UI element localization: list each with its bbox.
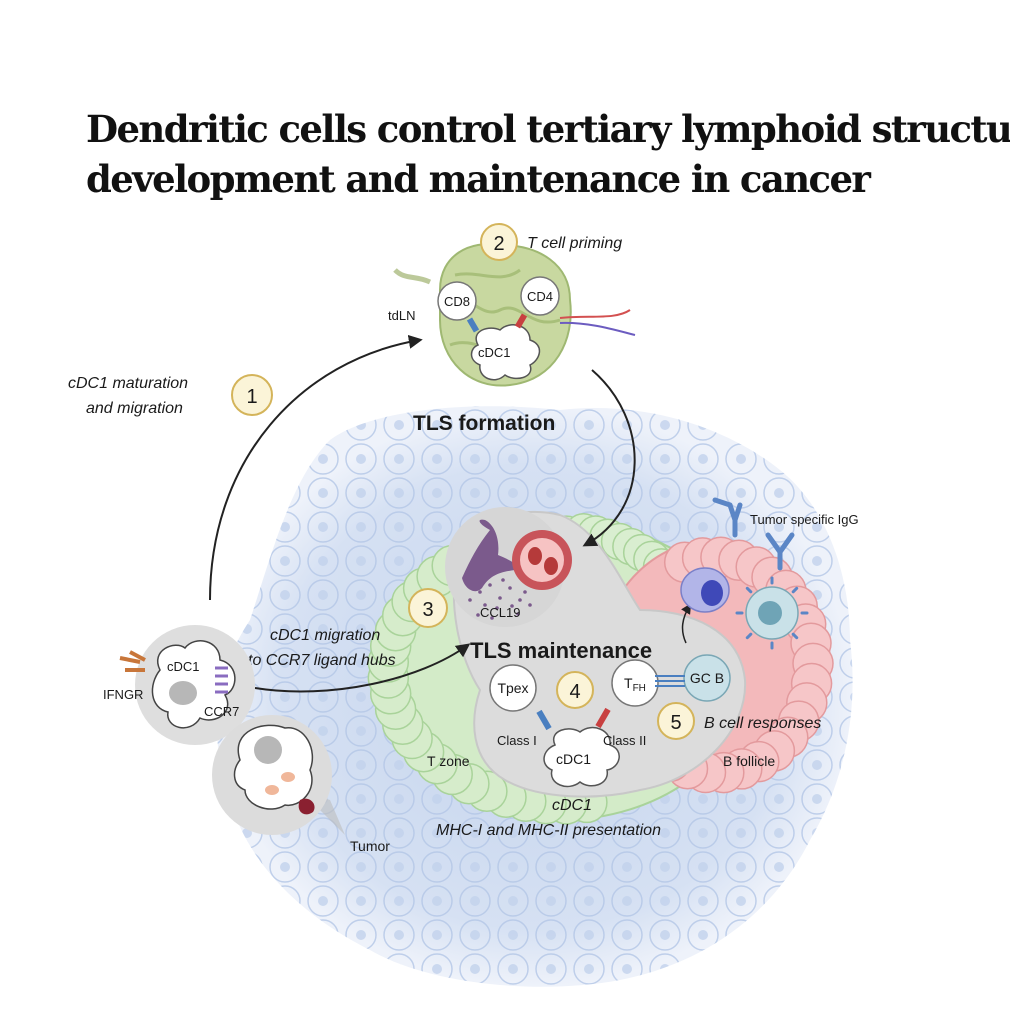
chemokine-dot [468,598,472,602]
cdc1-lymph-node: cDC1 [470,324,541,381]
tumor-cdc1-label: cDC1 [167,659,200,674]
chemokine-dot [478,590,482,594]
ccr7-label: CCR7 [204,704,239,719]
chemokine-dot [516,612,520,616]
chemokine-dot [510,604,514,608]
chemokine-dot [476,613,480,617]
gcb-label: GC B [690,670,724,686]
class-1-label: Class I [497,733,537,748]
presentation-label-line-2: MHC-I and MHC-II presentation [436,822,661,839]
tumor-label: Tumor [350,838,390,854]
step-1-number: 1 [246,386,257,408]
tdln-label: tdLN [388,308,415,323]
arrow-gcb-to-plasma [681,603,692,644]
cdc1-presenting-label: cDC1 [556,751,591,767]
chemokine-dot [488,583,492,587]
arrow-lymph-node-to-tls [582,369,636,547]
step-1-label-line-2: and migration [86,400,183,417]
surface-antibody [791,632,799,640]
t-zone-label: T zone [427,753,470,769]
tumor-cdc1-panel: cDC1 IFNGR CCR7 [103,625,255,745]
step-3-number: 3 [422,599,433,621]
title-line-2: development and maintenance in cancer [86,157,871,201]
step-1-label-line-1: cDC1 maturation [68,375,188,392]
chemokine-dot [518,598,522,602]
step-5-number: 5 [670,712,681,734]
gc-b-cell: GC B [655,654,731,702]
chemokine-dot [483,603,487,607]
cdc1-lymph-node-label: cDC1 [478,345,511,360]
tfh-label-main: T [624,675,633,691]
hev-vessel [512,530,572,590]
step-3-badge: 3 [408,588,448,628]
memory-b-cell [735,576,809,650]
surface-antibody [745,586,753,594]
step-2-badge: 2 [480,223,518,261]
step-3-label-line-2: to CCR7 ligand hubs [248,652,396,669]
chemokine-dot [508,586,512,590]
b-follicle-label: B follicle [723,753,775,769]
ccl19-label: CCL19 [480,605,520,620]
presentation-label-line-1: cDC1 [552,797,592,814]
step-5-label: B cell responses [704,715,821,732]
surface-antibody [791,586,799,594]
cd8-label: CD8 [444,294,470,309]
tpex-cell: Tpex [489,664,537,712]
tumor-igg-label: Tumor specific IgG [750,512,859,527]
step-3-label-line-1: cDC1 migration [270,627,380,644]
tfh-label: TFH [624,675,646,694]
chemokine-dot [523,590,527,594]
page-title: Dendritic cells control tertiary lymphoi… [86,104,1010,204]
igg-antibody-1 [712,497,743,538]
step-2-number: 2 [493,233,504,255]
tls-maintenance-heading: TLS maintenance [470,638,652,663]
cd8-cell: CD8 [437,281,480,333]
arrow-ccr7-migration [254,643,471,693]
igg-antibody-2 [765,532,795,571]
step-5-badge: 5 [657,702,695,740]
tfh-label-sub: FH [633,683,646,694]
b-cell-surface-antibodies [735,576,809,650]
chemokine-dot [490,616,494,620]
chemokine-dot [498,596,502,600]
tfh-cell: TFH [611,659,659,707]
ifngr-label: IFNGR [103,687,143,702]
tumor-cell-zoom [212,715,345,835]
cd4-label: CD4 [527,289,553,304]
class-2-label: Class II [603,733,646,748]
ccl19-chemokine-dots [468,578,532,620]
surface-antibody [745,632,753,640]
step-2-label: T cell priming [527,235,622,252]
chemokine-dot [495,606,499,610]
step-1-badge: 1 [231,374,273,416]
step-4-number: 4 [569,681,580,703]
title-line-1: Dendritic cells control tertiary lymphoi… [86,107,1010,151]
chemokine-dot [528,603,532,607]
arrow-migration-to-lymph-node [209,334,423,601]
tpex-label: Tpex [497,680,528,696]
plasma-cell [680,567,730,613]
chemokine-dot [501,578,505,582]
tls-formation-heading: TLS formation [413,412,555,435]
cdc1-presenting-cell: cDC1 [536,707,620,788]
cd4-cell: CD4 [514,276,560,329]
step-4-badge: 4 [556,671,594,709]
